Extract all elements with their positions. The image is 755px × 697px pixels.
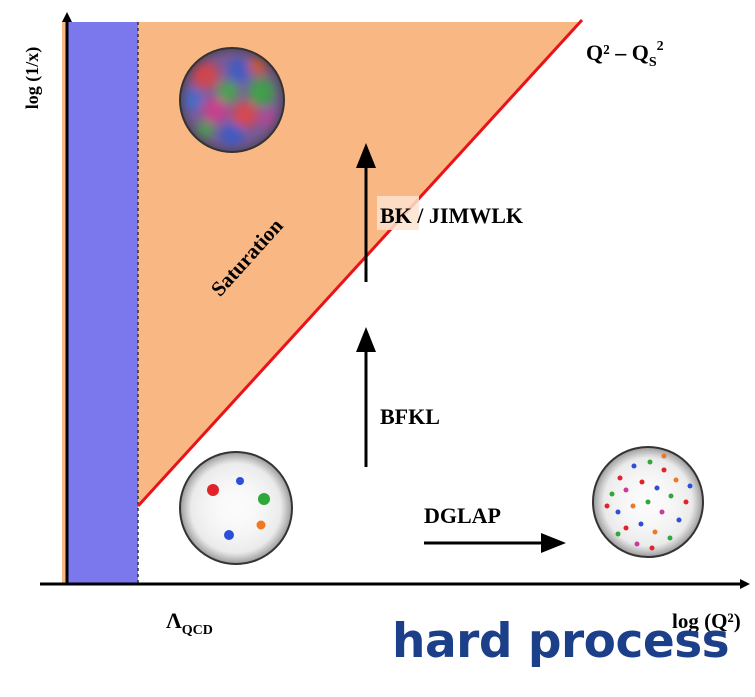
hard-process-title: hard process [392,614,730,669]
boundary-label-sup: 2 [657,39,664,54]
boundary-label-main: Q² – Q [586,40,649,65]
saturation-scale-label: Q² – QS2 [586,39,664,70]
lambda-subscript: QCD [182,623,213,638]
nonperturbative-edge [62,22,67,584]
x-axis-label: log (Q²) [672,609,741,633]
saturation-boundary-line [136,18,584,508]
bk-label-highlight [377,196,419,230]
dglap-arrow [424,533,566,553]
dilute-proton-icon [179,451,293,565]
dglap-label: DGLAP [424,503,501,528]
dense-proton-icon [592,446,704,558]
bfkl-arrow [356,327,376,467]
bfkl-label: BFKL [380,404,440,429]
lambda-qcd-label: ΛQCD [166,608,213,638]
bk-jimwlk-arrow [356,143,376,282]
y-axis-label: log (1/x) [22,47,43,110]
boundary-label-sub: S [649,55,657,70]
saturated-proton-icon [179,47,285,153]
lambda-symbol: Λ [166,608,182,633]
bk-jimwlk-label: BK / JIMWLK [380,203,523,228]
nonperturbative-band [67,22,138,584]
